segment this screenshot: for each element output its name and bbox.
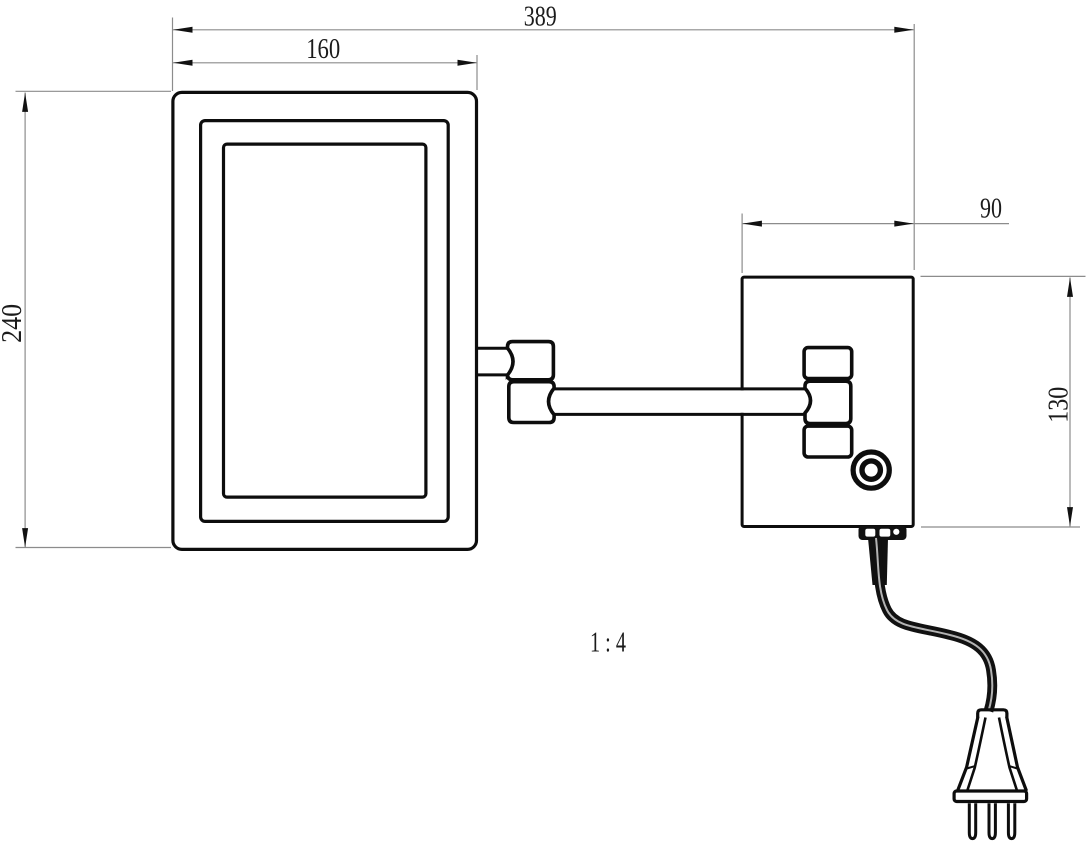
svg-text:160: 160 <box>306 33 340 65</box>
svg-text:130: 130 <box>1043 387 1075 423</box>
svg-text:240: 240 <box>0 304 28 343</box>
svg-text:90: 90 <box>980 192 1002 224</box>
svg-text:389: 389 <box>524 1 557 33</box>
svg-text:1 : 4: 1 : 4 <box>590 627 626 659</box>
